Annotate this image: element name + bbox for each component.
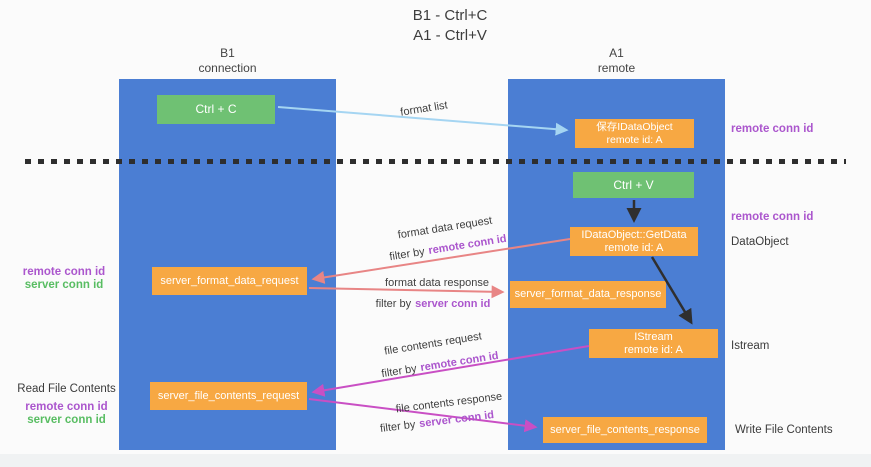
- diagram-title: B1 - Ctrl+C A1 - Ctrl+V: [413, 6, 488, 46]
- title-line-1: B1 - Ctrl+C: [412, 7, 488, 24]
- read-file-contents-annotation: Read File Contents remote conn id server…: [14, 383, 119, 427]
- server-conn-id-text: server conn id: [24, 279, 104, 291]
- ctrl-c-label: Ctrl + C: [195, 102, 237, 116]
- getdata-line2: remote id: A: [604, 241, 664, 254]
- istream-line1: IStream: [634, 330, 673, 343]
- remote-conn-id-annotation-top: remote conn id: [731, 123, 814, 135]
- right-column-role: remote: [597, 61, 636, 75]
- server-conn-id-text: server conn id: [415, 298, 491, 310]
- format-data-response-label: format data response: [385, 277, 489, 289]
- server-format-data-request-label: server_format_data_request: [160, 274, 299, 287]
- right-column-name: A1: [609, 46, 624, 60]
- server-format-data-request-box: server_format_data_request: [152, 267, 307, 295]
- save-idataobject-box: 保存IDataObject remote id: A: [575, 119, 694, 148]
- dataobject-annotation: DataObject: [731, 236, 789, 248]
- left-column-role: connection: [198, 61, 257, 75]
- filter-by-text: filter by: [388, 245, 426, 264]
- getdata-line1: IDataObject::GetData: [581, 228, 687, 241]
- server-file-contents-request-label: server_file_contents_request: [157, 389, 300, 402]
- left-conn-ids-annotation-mid: remote conn id server conn id: [14, 266, 114, 292]
- left-column-header: B1 connection: [119, 46, 336, 76]
- save-idataobject-line1: 保存IDataObject: [596, 120, 673, 133]
- server-format-data-response-box: server_format_data_response: [510, 281, 666, 308]
- filter-by-text: filter by: [380, 362, 418, 381]
- remote-conn-id-text: remote conn id: [427, 232, 508, 258]
- format-list-label: format list: [399, 99, 449, 119]
- istream-line2: remote id: A: [624, 343, 683, 356]
- save-idataobject-line2: remote id: A: [606, 133, 663, 146]
- phase-separator-dashed-line: [25, 159, 846, 164]
- server-conn-id-text: server conn id: [27, 414, 106, 426]
- remote-conn-id-text: remote conn id: [419, 349, 500, 375]
- left-column-name: B1: [220, 46, 235, 60]
- filter-by-text: filter by: [379, 418, 417, 435]
- server-format-data-response-label: server_format_data_response: [514, 288, 662, 300]
- ctrl-v-label: Ctrl + V: [613, 177, 654, 192]
- right-column-header: A1 remote: [508, 46, 725, 76]
- bottom-strip: [0, 454, 871, 467]
- ctrl-c-box: Ctrl + C: [157, 95, 275, 124]
- istream-annotation: Istream: [731, 340, 770, 352]
- remote-conn-id-text: remote conn id: [22, 266, 106, 278]
- read-file-contents-text: Read File Contents: [17, 383, 116, 395]
- remote-conn-id-annotation-mid: remote conn id: [731, 211, 814, 223]
- title-line-2: A1 - Ctrl+V: [413, 27, 487, 44]
- filter-by-text: filter by: [375, 298, 412, 310]
- write-file-contents-annotation: Write File Contents: [735, 424, 833, 436]
- server-file-contents-request-box: server_file_contents_request: [150, 382, 307, 410]
- server-file-contents-response-box: server_file_contents_response: [543, 417, 707, 443]
- idataobject-getdata-box: IDataObject::GetData remote id: A: [570, 227, 698, 256]
- remote-conn-id-text: remote conn id: [25, 401, 108, 413]
- server-file-contents-response-label: server_file_contents_response: [550, 423, 700, 436]
- server-conn-id-text: server conn id: [418, 409, 495, 431]
- istream-box: IStream remote id: A: [589, 329, 718, 358]
- ctrl-v-box: Ctrl + V: [573, 172, 694, 198]
